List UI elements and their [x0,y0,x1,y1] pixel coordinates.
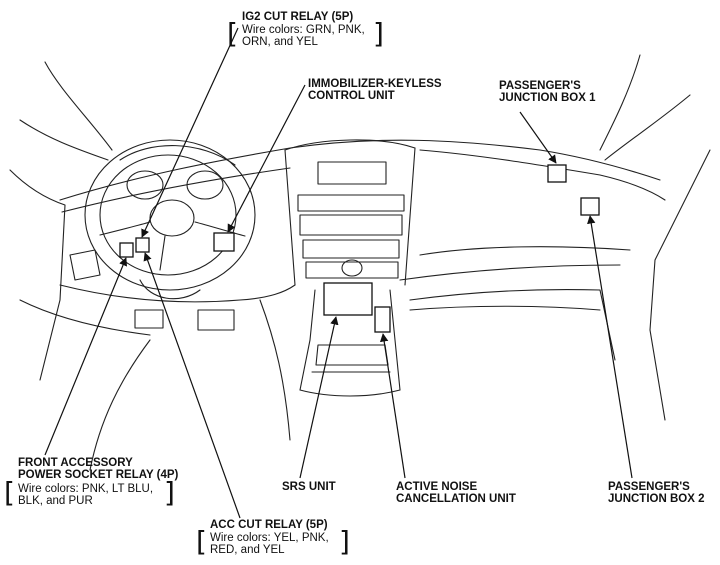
left-a-pillar-inner [19,119,109,161]
pjb2-box [580,197,600,216]
right-door [649,149,711,421]
acc-cut-relay-title: ACC CUT RELAY (5P) [210,519,328,531]
console-lower [299,389,401,397]
steering-spoke-left [99,221,151,236]
immobilizer-unit-box [213,232,235,252]
srs-unit-label: SRS UNIT [282,481,336,493]
gear-knob [341,259,363,277]
steering-wheel-inner [99,154,237,276]
ig2-wire-colors-2: ORN, and YEL [242,36,318,48]
acc-bracket-close: ] [339,525,350,558]
anc-unit-box [374,306,391,333]
display-screen [317,161,387,185]
left-door-lower [19,299,151,336]
pjb1-box [547,164,567,183]
leader-ig2 [141,27,239,238]
front-acc-relay-box [119,242,134,258]
stack-panel-1 [297,194,405,212]
front-acc-bracket-open: [ [4,476,15,509]
leader-anc [379,333,406,479]
ig2-cut-relay-box [135,237,150,253]
ig2-bracket-open: [ [227,17,238,50]
console-right [389,289,401,391]
right-dash-lower [399,264,621,281]
pedal-1 [134,309,164,329]
left-a-pillar [44,61,113,151]
pjb1-label-1: PASSENGER'S [499,80,581,92]
steering-hub [149,199,195,237]
front-acc-wire-colors-1: Wire colors: PNK, LT BLU, [18,483,154,495]
pedal-2 [197,309,235,331]
dash-top [59,139,661,201]
floor-left [89,339,151,471]
immobilizer-label-2: CONTROL UNIT [308,90,395,102]
acc-wire-colors-2: RED, and YEL [210,544,285,556]
pjb2-label-1: PASSENGER'S [608,481,690,493]
right-dash-curve [409,288,601,301]
left-knee-panel [69,249,101,281]
srs-unit-box [323,282,373,316]
anc-label-1: ACTIVE NOISE [396,481,478,493]
dash-right-edge [419,149,666,201]
gauge-right [186,170,224,200]
right-glovebox [419,246,631,256]
center-stack-top [284,139,416,151]
console-tray [315,344,389,366]
right-lower-panel [409,305,601,311]
center-stack-right [404,147,416,286]
leader-immobilizer [227,84,306,233]
stack-panel-3 [302,239,400,259]
acc-bracket-open: [ [196,525,207,558]
ig2-bracket-close: ] [373,17,384,50]
leader-acc [143,252,241,519]
ig2-cut-relay-title: IG2 CUT RELAY (5P) [242,11,354,23]
steering-wheel-outer [84,139,256,291]
ig2-wire-colors-1: Wire colors: GRN, PNK, [242,24,365,36]
column-shroud [139,279,201,300]
left-door [9,169,66,381]
pjb1-label-2: JUNCTION BOX 1 [499,92,596,104]
leader-front-acc [44,257,128,456]
anc-label-2: CANCELLATION UNIT [396,493,516,505]
front-acc-label-1: FRONT ACCESSORY [18,457,133,469]
leader-pjb1 [519,111,557,164]
front-acc-bracket-close: ] [164,476,175,509]
left-lower-dash [59,284,296,303]
leader-pjb2 [587,215,633,479]
steering-spoke-right [194,221,246,237]
console-left [299,289,316,391]
front-acc-wire-colors-2: BLK, and PUR [18,495,93,507]
pjb2-label-2: JUNCTION BOX 2 [608,493,705,505]
steering-spoke-bottom [159,235,166,271]
gauge-left [126,170,164,200]
stack-panel-2 [299,214,403,236]
stack-panel-4 [305,261,399,279]
instrument-cluster [119,145,236,166]
center-stack-left [284,149,296,286]
leader-srs [299,316,339,479]
immobilizer-label-1: IMMOBILIZER-KEYLESS [308,78,442,90]
right-a-pillar [599,54,641,151]
right-a-pillar-inner [604,94,691,161]
floor-right [259,299,291,441]
front-acc-label-2: POWER SOCKET RELAY (4P) [18,469,179,481]
acc-wire-colors-1: Wire colors: YEL, PNK, [210,532,329,544]
dash-top-lower [61,167,291,213]
